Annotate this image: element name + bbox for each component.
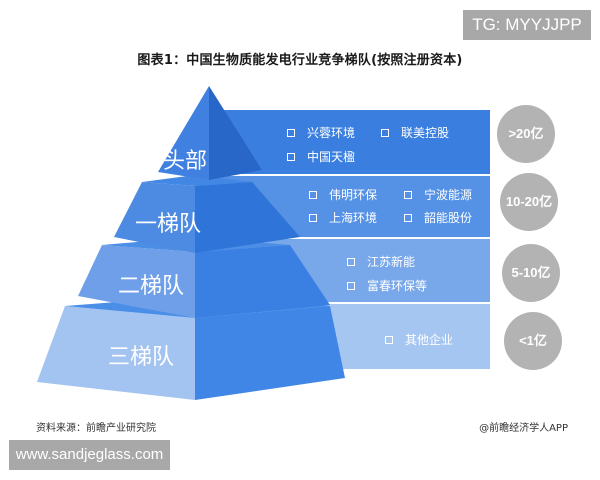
checkbox-square-icon [347,281,355,290]
company-item: 其他企业 [385,331,453,348]
company-item: 宁波能源 [404,186,472,203]
company-item: 上海环境 [309,209,377,226]
company-item: 兴蓉环境 [287,124,355,141]
checkbox-square-icon [385,335,393,344]
checkbox-square-icon [404,190,412,199]
checkbox-square-icon [347,257,355,266]
credit-note: @前瞻经济学人APP [479,423,568,434]
capital-badge-first: 10-20亿 [500,173,558,231]
company-item: 江苏新能 [347,253,415,270]
watermark-bottom-badge: www.sandjeglass.com [9,440,170,470]
company-item: 联美控股 [381,124,449,141]
company-item: 中国天楹 [287,148,355,165]
company-item: 伟明环保 [309,186,377,203]
capital-badge-head: >20亿 [497,105,555,163]
company-item: 韶能股份 [404,209,472,226]
checkbox-square-icon [287,128,295,137]
chart-title: 图表1：中国生物质能发电行业竞争梯队(按照注册资本) [137,53,463,68]
tier-label-third: 三梯队 [108,345,175,370]
checkbox-square-icon [404,213,412,222]
checkbox-square-icon [381,128,389,137]
checkbox-square-icon [309,190,317,199]
checkbox-square-icon [287,152,295,161]
source-note: 资料来源：前瞻产业研究院 [36,423,156,434]
company-item: 富春环保等 [347,277,427,294]
watermark-top-badge: TG: MYYJJPP [463,10,591,40]
checkbox-square-icon [309,213,317,222]
tier-label-first: 一梯队 [135,212,202,237]
tier-label-head: 头部 [163,149,208,174]
capital-badge-third: <1亿 [504,312,562,370]
capital-badge-second: 5-10亿 [502,244,560,302]
tier-label-second: 二梯队 [118,274,185,299]
